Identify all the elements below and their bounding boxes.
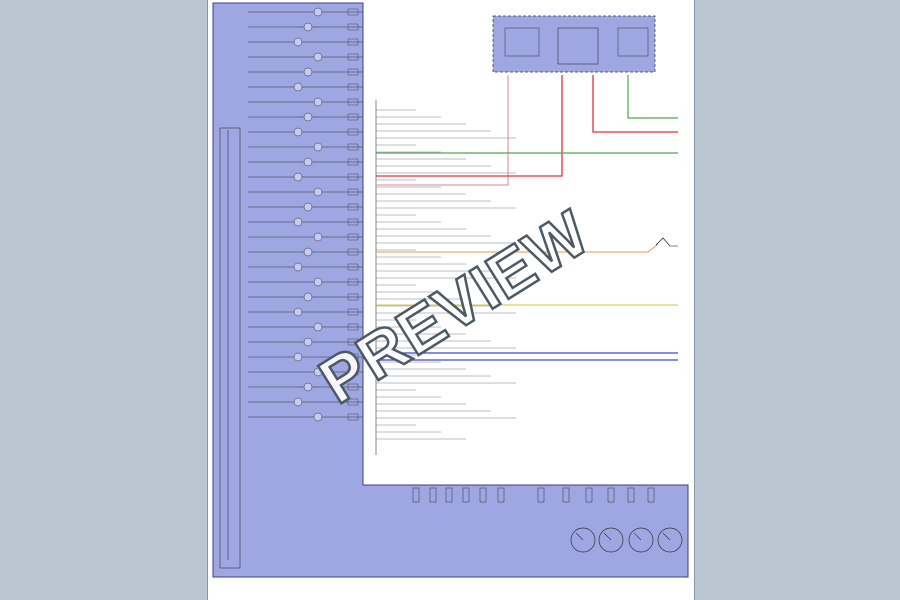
lamp-row <box>248 97 363 107</box>
wiring-diagram <box>212 2 689 578</box>
lamp-row <box>248 52 363 62</box>
lamp-row <box>248 367 363 377</box>
instrument-cluster-panel <box>212 2 689 578</box>
bottom-connector-pin <box>412 487 420 503</box>
lamp-row <box>248 397 363 407</box>
indicator-lamps <box>248 7 363 422</box>
lamp-row <box>248 277 363 287</box>
bottom-connector-pin <box>627 487 635 503</box>
bottom-connector-pin <box>607 487 615 503</box>
lamp-row <box>248 37 363 47</box>
lamp-row <box>248 7 363 17</box>
bottom-connector-pin <box>462 487 470 503</box>
lamp-row <box>248 112 363 122</box>
lamp-row <box>248 322 363 332</box>
lamp-row <box>248 157 363 167</box>
bottom-connector-pin <box>479 487 487 503</box>
lamp-row <box>248 22 363 32</box>
lamp-row <box>248 292 363 302</box>
lamp-row <box>248 202 363 212</box>
ground-and-signal-wires <box>376 109 655 503</box>
lamp-row <box>248 142 363 152</box>
control-module <box>492 15 656 73</box>
bottom-connector-pin <box>429 487 437 503</box>
lamp-row <box>248 247 363 257</box>
bottom-connector-pin <box>537 487 545 503</box>
lamp-row <box>248 172 363 182</box>
lamp-row <box>248 67 363 77</box>
lamp-row <box>248 262 363 272</box>
lamp-row <box>248 127 363 137</box>
lamp-row <box>248 382 363 392</box>
lamp-row <box>248 412 363 422</box>
sensor-gauges <box>570 527 683 553</box>
bottom-connector-pin <box>445 487 453 503</box>
pressure-switch <box>655 237 678 247</box>
wiring-diagram-sheet <box>207 0 695 600</box>
lamp-row <box>248 217 363 227</box>
lamp-row <box>248 307 363 317</box>
lamp-row <box>248 352 363 362</box>
bottom-connector-pin <box>647 487 655 503</box>
lamp-row <box>248 337 363 347</box>
bottom-connector-pin <box>497 487 505 503</box>
lamp-row <box>248 82 363 92</box>
lamp-row <box>248 232 363 242</box>
lamp-row <box>248 187 363 197</box>
bottom-connector-pin <box>585 487 593 503</box>
bottom-connector-pin <box>562 487 570 503</box>
wire-runs <box>376 75 678 361</box>
